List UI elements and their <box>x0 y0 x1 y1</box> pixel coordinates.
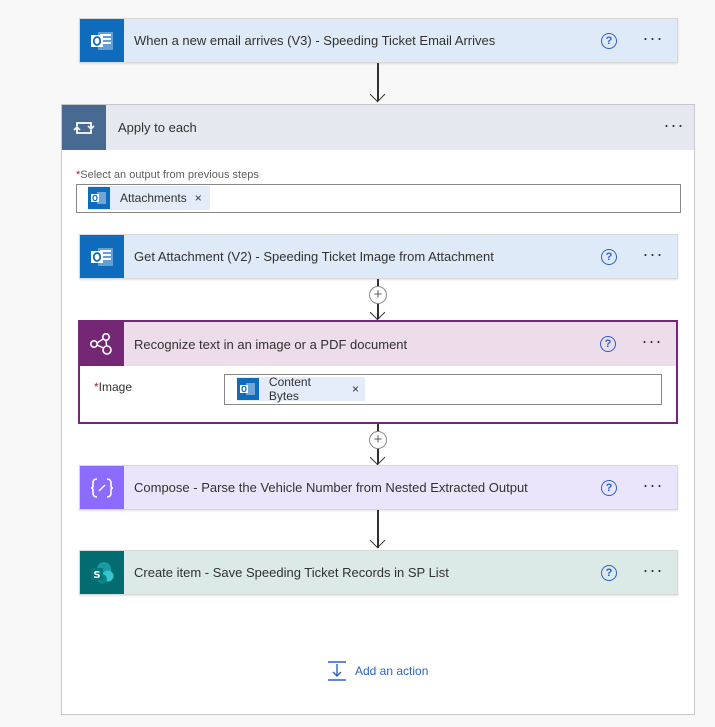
connector-line <box>377 510 379 548</box>
outlook-icon <box>88 187 110 209</box>
loop-icon <box>62 105 106 150</box>
remove-token-icon[interactable]: × <box>351 382 359 396</box>
help-icon[interactable]: ? <box>600 336 616 352</box>
outlook-icon <box>80 235 124 278</box>
scope-header[interactable]: Apply to each ··· <box>62 105 694 150</box>
image-label-text: Image <box>98 380 133 394</box>
more-options-button[interactable]: ··· <box>642 559 664 580</box>
select-output-text: Select an output from previous steps <box>80 169 259 181</box>
outlook-icon <box>237 378 259 400</box>
svg-text:S: S <box>93 570 100 581</box>
more-options-button[interactable]: ··· <box>642 243 664 264</box>
content-bytes-token[interactable]: Content Bytes × <box>237 375 365 403</box>
connector-line <box>377 63 379 101</box>
scope-title: Apply to each <box>118 120 197 135</box>
recognize-text-title: Recognize text in an image or a PDF docu… <box>134 336 408 352</box>
trigger-card[interactable]: When a new email arrives (V3) - Speeding… <box>79 18 678 63</box>
add-action-button[interactable]: Add an action <box>327 660 428 682</box>
recognize-text-card: Recognize text in an image or a PDF docu… <box>78 320 678 424</box>
token-label: Content Bytes <box>268 375 311 403</box>
create-item-card[interactable]: S Create item - Save Speeding Ticket Rec… <box>79 550 678 595</box>
trigger-title: When a new email arrives (V3) - Speeding… <box>134 33 496 48</box>
insert-step-button[interactable]: + <box>369 431 387 449</box>
attachments-token[interactable]: Attachments × <box>88 186 210 210</box>
create-item-title: Create item - Save Speeding Ticket Recor… <box>134 565 449 580</box>
compose-title: Compose - Parse the Vehicle Number from … <box>134 480 528 495</box>
add-action-label: Add an action <box>355 664 429 678</box>
required-mark: * <box>76 169 81 181</box>
help-icon[interactable]: ? <box>601 32 617 49</box>
help-icon[interactable]: ? <box>601 564 617 581</box>
get-attachment-card[interactable]: Get Attachment (V2) - Speeding Ticket Im… <box>79 234 678 279</box>
more-options-button[interactable]: ··· <box>663 114 685 135</box>
help-icon[interactable]: ? <box>601 248 617 265</box>
arrow-down-icon <box>369 86 386 103</box>
token-label: Attachments <box>120 191 187 205</box>
compose-icon <box>80 466 124 509</box>
more-options-button[interactable]: ··· <box>642 27 664 48</box>
select-output-label: *Select an output from previous steps <box>76 169 259 181</box>
sharepoint-icon: S <box>80 551 124 594</box>
help-icon[interactable]: ? <box>601 479 617 496</box>
get-attachment-title: Get Attachment (V2) - Speeding Ticket Im… <box>134 249 494 264</box>
required-mark: * <box>94 380 99 394</box>
ai-builder-icon <box>80 322 124 366</box>
add-action-icon <box>327 660 347 682</box>
outlook-icon <box>80 19 124 62</box>
remove-token-icon[interactable]: × <box>194 191 202 205</box>
image-label: *Image <box>94 380 132 394</box>
more-options-button[interactable]: ··· <box>642 474 664 495</box>
insert-step-button[interactable]: + <box>369 286 387 304</box>
compose-card[interactable]: Compose - Parse the Vehicle Number from … <box>79 465 678 510</box>
recognize-text-header[interactable]: Recognize text in an image or a PDF docu… <box>80 322 676 366</box>
more-options-button[interactable]: ··· <box>641 331 663 351</box>
